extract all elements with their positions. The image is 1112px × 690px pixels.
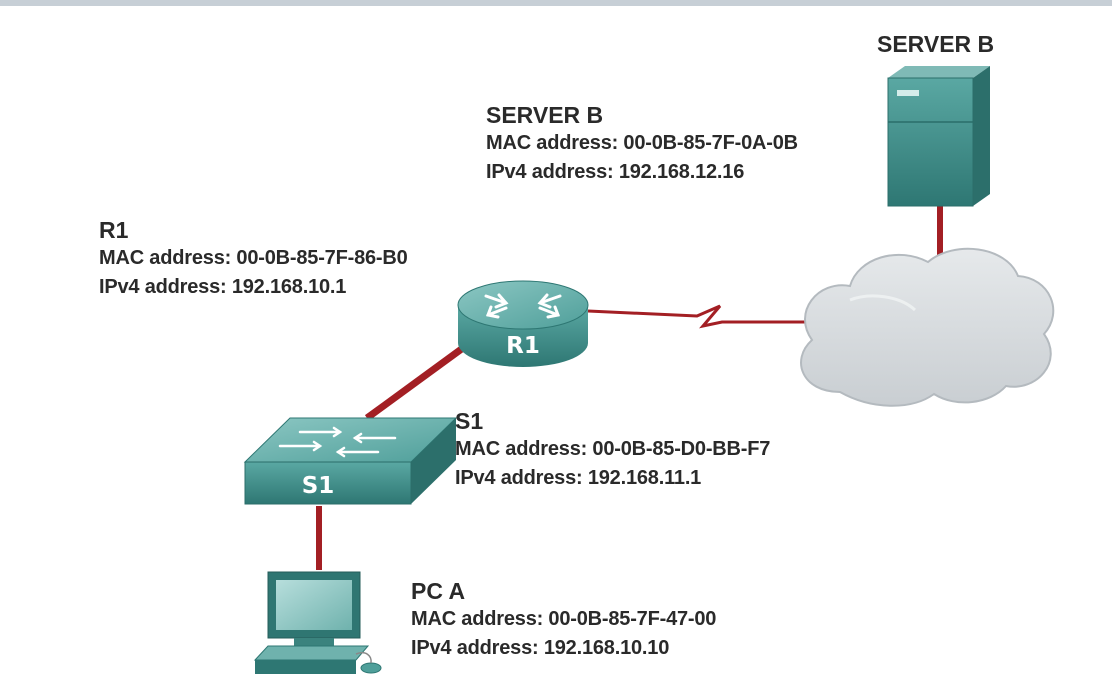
s1-name: S1	[455, 408, 484, 434]
server-b-info: SERVER B MAC address: 00-0B-85-7F-0A-0B …	[486, 102, 798, 187]
r1-mac: MAC address: 00-0B-85-7F-86-B0	[99, 247, 408, 269]
pc-a-name: PC A	[411, 578, 466, 604]
s1-info: S1 MAC address: 00-0B-85-D0-BB-F7 IPv4 a…	[455, 408, 770, 493]
router-icon-label: R1	[506, 333, 540, 359]
router-icon: R1	[457, 280, 589, 367]
link-r1-s1	[364, 342, 470, 421]
server-icon	[887, 66, 990, 207]
server-b-mac: MAC address: 00-0B-85-7F-0A-0B	[486, 132, 798, 154]
pc-a-info: PC A MAC address: 00-0B-85-7F-47-00 IPv4…	[411, 578, 716, 663]
s1-mac: MAC address: 00-0B-85-D0-BB-F7	[455, 438, 771, 460]
top-border	[0, 0, 1112, 6]
pc-icon	[253, 571, 382, 674]
server-b-name: SERVER B	[486, 102, 604, 128]
switch-icon: S1	[243, 417, 458, 505]
cloud-icon	[800, 247, 1055, 407]
r1-name: R1	[99, 217, 129, 243]
pc-a-mac: MAC address: 00-0B-85-7F-47-00	[411, 608, 717, 630]
r1-ip: IPv4 address: 192.168.10.1	[99, 276, 347, 298]
server-top-label: SERVER B	[877, 31, 995, 57]
s1-ip: IPv4 address: 192.168.11.1	[455, 467, 702, 489]
link-r1-cloud	[587, 304, 812, 329]
server-b-ip: IPv4 address: 192.168.12.16	[486, 161, 745, 183]
pc-a-ip: IPv4 address: 192.168.10.10	[411, 637, 670, 659]
r1-info: R1 MAC address: 00-0B-85-7F-86-B0 IPv4 a…	[99, 217, 408, 302]
switch-icon-label: S1	[302, 473, 335, 499]
